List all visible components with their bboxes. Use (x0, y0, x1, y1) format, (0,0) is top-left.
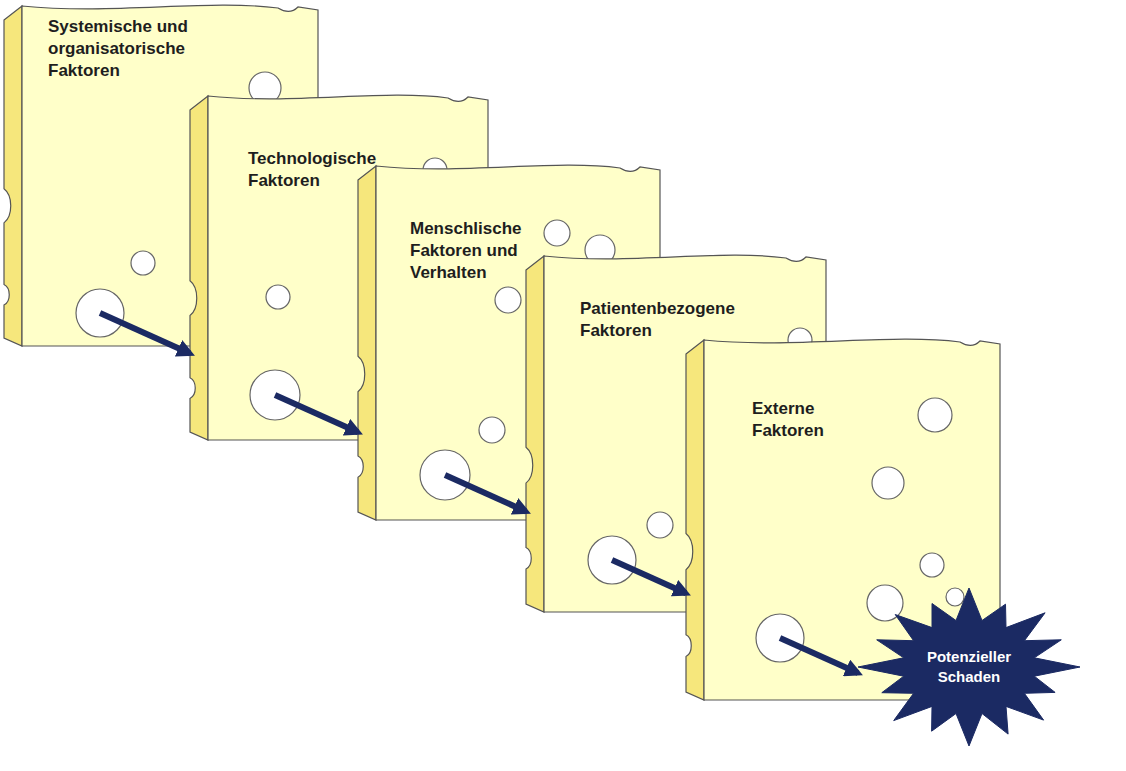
cheese-hole (420, 450, 470, 500)
cheese-hole (872, 467, 904, 499)
cheese-hole (588, 536, 636, 584)
slice-label-box: Menschlische Faktoren und Verhalten (410, 218, 532, 284)
slice-label-box: Externe Faktoren (752, 398, 836, 442)
slice-side (526, 256, 544, 612)
cheese-hole (131, 251, 155, 275)
starburst-label-box: Potenzieller Schaden (858, 588, 1080, 746)
cheese-hole (266, 285, 290, 309)
cheese-hole (76, 289, 124, 337)
cheese-hole (479, 417, 505, 443)
harm-label: Potenzieller Schaden (917, 647, 1021, 687)
slice-side (190, 96, 208, 440)
cheese-hole (756, 614, 804, 662)
cheese-hole (544, 220, 570, 246)
factor-label: Menschlische Faktoren und Verhalten (410, 218, 532, 284)
cheese-hole (495, 287, 521, 313)
factor-label: Patientenbezogene Faktoren (580, 298, 745, 342)
slice-side (4, 6, 22, 346)
slice-side (358, 166, 376, 520)
cheese-hole (920, 553, 944, 577)
factor-label: Systemische und organisatorische Faktore… (48, 16, 206, 82)
cheese-hole (946, 588, 964, 606)
slice-side (686, 340, 704, 700)
starburst-outline (858, 588, 1080, 746)
cheese-hole (250, 370, 300, 420)
slice-label-box: Patientenbezogene Faktoren (580, 298, 745, 342)
slice-label-box: Systemische und organisatorische Faktore… (48, 16, 206, 82)
harm-starburst: Potenzieller Schaden (858, 588, 1080, 746)
factor-label: Externe Faktoren (752, 398, 836, 442)
cheese-hole (647, 512, 673, 538)
cheese-hole (918, 398, 952, 432)
starburst-shape (858, 588, 1080, 746)
